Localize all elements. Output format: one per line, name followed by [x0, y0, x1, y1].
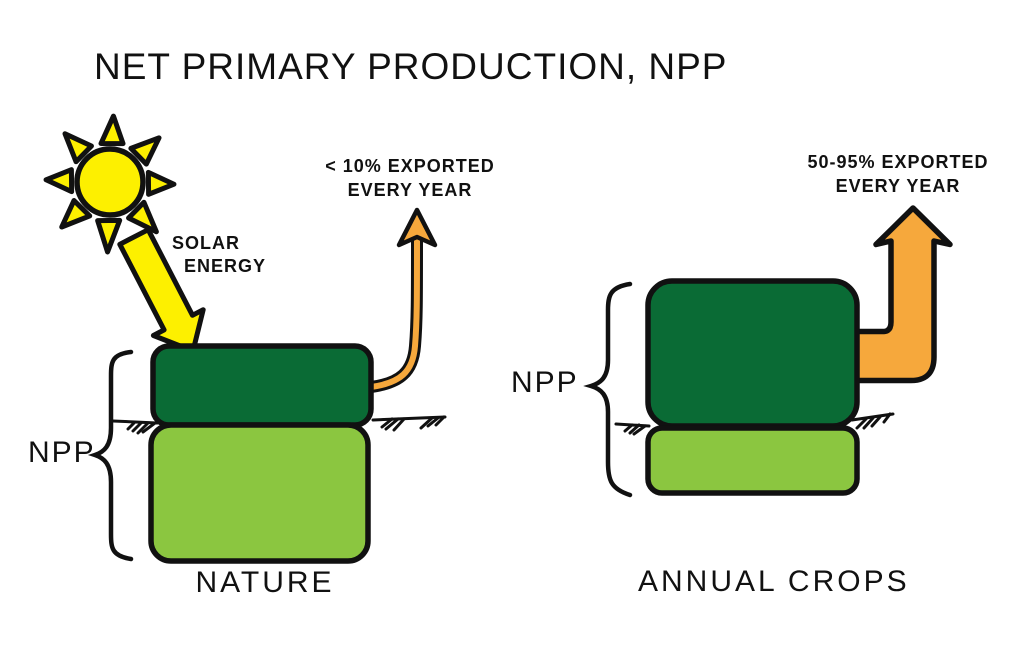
crops-below-ground-box	[645, 425, 860, 496]
export-note-nature: < 10% EXPORTED EVERY YEAR	[325, 156, 495, 201]
page-title: NET PRIMARY PRODUCTION, NPP	[94, 46, 728, 87]
export-arrowhead-nature	[396, 207, 438, 248]
panel-label-nature: NATURE	[195, 566, 335, 599]
nature-below-ground-box	[148, 422, 371, 564]
crops-above-ground-box	[645, 278, 860, 429]
npp-label-nature: NPP	[28, 436, 96, 469]
solar-energy-arrow	[117, 227, 206, 354]
export-arrow-crops	[849, 205, 953, 384]
panel-label-crops: ANNUAL CROPS	[638, 565, 910, 598]
npp-brace-crops	[583, 281, 633, 498]
ground-line-nature	[111, 415, 447, 435]
sun-rays	[43, 113, 177, 255]
sun-icon	[43, 113, 177, 255]
solar-energy-label: SOLAR ENERGY	[172, 233, 267, 277]
npp-brace-nature	[87, 349, 134, 562]
npp-label-crops: NPP	[511, 366, 579, 399]
ground-line-crops	[614, 412, 895, 436]
export-arrow-nature	[365, 207, 438, 393]
nature-above-ground-box	[150, 343, 374, 428]
export-note-crops: 50-95% EXPORTED EVERY YEAR	[807, 152, 989, 197]
sun-disc	[74, 146, 146, 218]
